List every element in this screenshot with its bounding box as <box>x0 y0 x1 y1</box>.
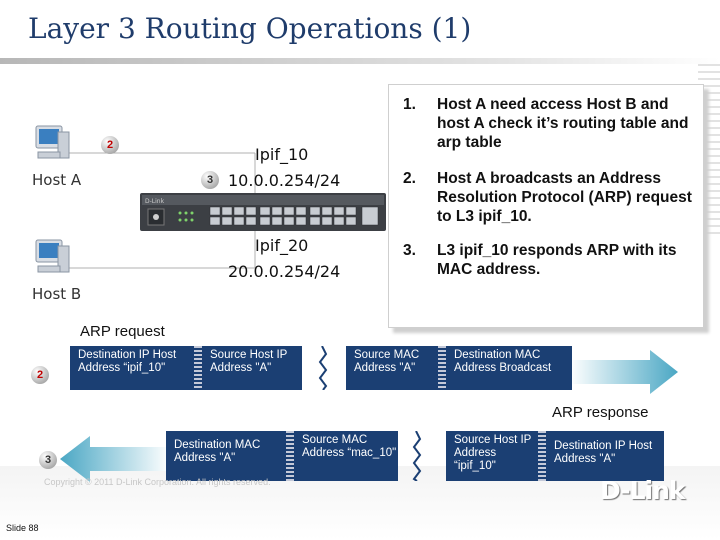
arp-request-field-dest-mac: Destination MAC Address Broadcast <box>446 346 572 390</box>
arp-response-field-dest-ip: Destination IP Host Address "A" <box>546 431 664 481</box>
slide-number: Slide 88 <box>6 523 39 533</box>
arp-response-label: ARP response <box>552 404 649 421</box>
arp-request-field-dest-ip: Destination IP Host Address “ipif_10" <box>70 346 194 390</box>
step-text: L3 ipif_10 responds ARP with its MAC add… <box>437 242 677 278</box>
arp-response-field-src-ip: Source Host IP Address “ipif_10" <box>446 431 538 481</box>
arp-request-field-src-mac: Source MAC Address "A" <box>346 346 438 390</box>
title-divider <box>0 58 720 64</box>
svg-text:D-Link: D-Link <box>145 198 165 205</box>
steps-panel: 1. Host A need access Host B and host A … <box>388 84 704 328</box>
arrow-right-icon <box>570 350 678 394</box>
step-2-badge: 2 <box>101 136 119 154</box>
arp-response-field-src-mac: Source MAC Address “mac_10" <box>294 431 398 481</box>
switch-icon: D-Link <box>140 193 386 231</box>
arrow-left-icon <box>60 436 170 482</box>
arp-response-field-dest-mac: Destination MAC Address "A" <box>166 431 286 481</box>
arp-request-badge: 2 <box>31 366 49 384</box>
arp-request-field-src-ip: Source Host IP Address "A" <box>202 346 302 390</box>
step-text: Host A need access Host B and host A che… <box>437 96 689 151</box>
dlink-logo: D-Link <box>600 476 686 505</box>
packet-separator <box>286 431 294 481</box>
host-b-label: Host B <box>32 285 82 303</box>
host-a-label: Host A <box>32 171 82 189</box>
ipif20-name: Ipif_20 <box>255 236 309 255</box>
packet-separator <box>438 346 446 390</box>
step-number: 3. <box>403 242 416 259</box>
ipif20-address: 20.0.0.254/24 <box>228 262 341 281</box>
computer-icon <box>35 239 70 273</box>
ipif10-address: 10.0.0.254/24 <box>228 171 341 190</box>
page-title: Layer 3 Routing Operations (1) <box>28 12 472 45</box>
computer-icon <box>35 125 70 159</box>
packet-separator <box>194 346 202 390</box>
step-3-badge: 3 <box>201 171 219 189</box>
step-number: 1. <box>403 96 416 113</box>
packet-separator <box>538 431 546 481</box>
ipif10-name: Ipif_10 <box>255 145 309 164</box>
arp-request-label: ARP request <box>80 323 165 340</box>
gap-zigzag-icon <box>318 346 328 390</box>
gap-zigzag-icon <box>412 431 422 481</box>
step-number: 2. <box>403 170 416 187</box>
arp-response-badge: 3 <box>39 451 57 469</box>
footer-copyright: Copyright © 2011 D-Link Corporation. All… <box>44 477 271 487</box>
step-text: Host A broadcasts an Address Resolution … <box>437 170 692 225</box>
